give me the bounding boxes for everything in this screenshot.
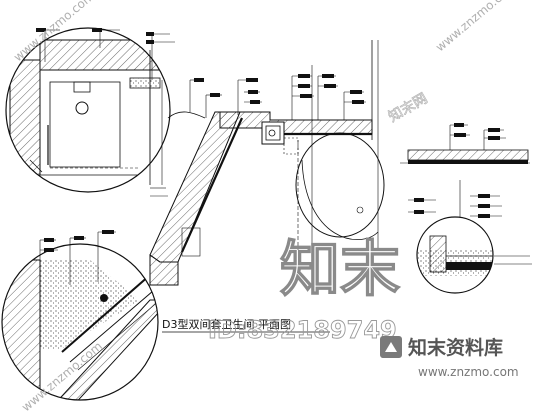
watermark-logo-text: 知末 (280, 235, 400, 305)
drawing-caption: D3型双间套卫生间 平面图 (162, 317, 291, 331)
diagonal-watermark-top-right: www.znzmo.com (433, 0, 519, 54)
detail-circle-top-left (5, 27, 175, 193)
brand-url: www.znzmo.com (418, 365, 519, 379)
brand-name: 知末资料库 (408, 336, 503, 359)
central-plan (149, 40, 385, 286)
watermark-id-text: ID:832189749 (208, 316, 397, 344)
section-detail-right (400, 123, 530, 240)
detail-circle-bottom-right (416, 216, 532, 294)
stamp-watermark: 知末网 (386, 90, 431, 126)
detail-circle-bottom-left (1, 230, 159, 401)
brand-logo: 知末资料库 www.znzmo.com (380, 336, 519, 379)
connector-line (167, 111, 206, 119)
